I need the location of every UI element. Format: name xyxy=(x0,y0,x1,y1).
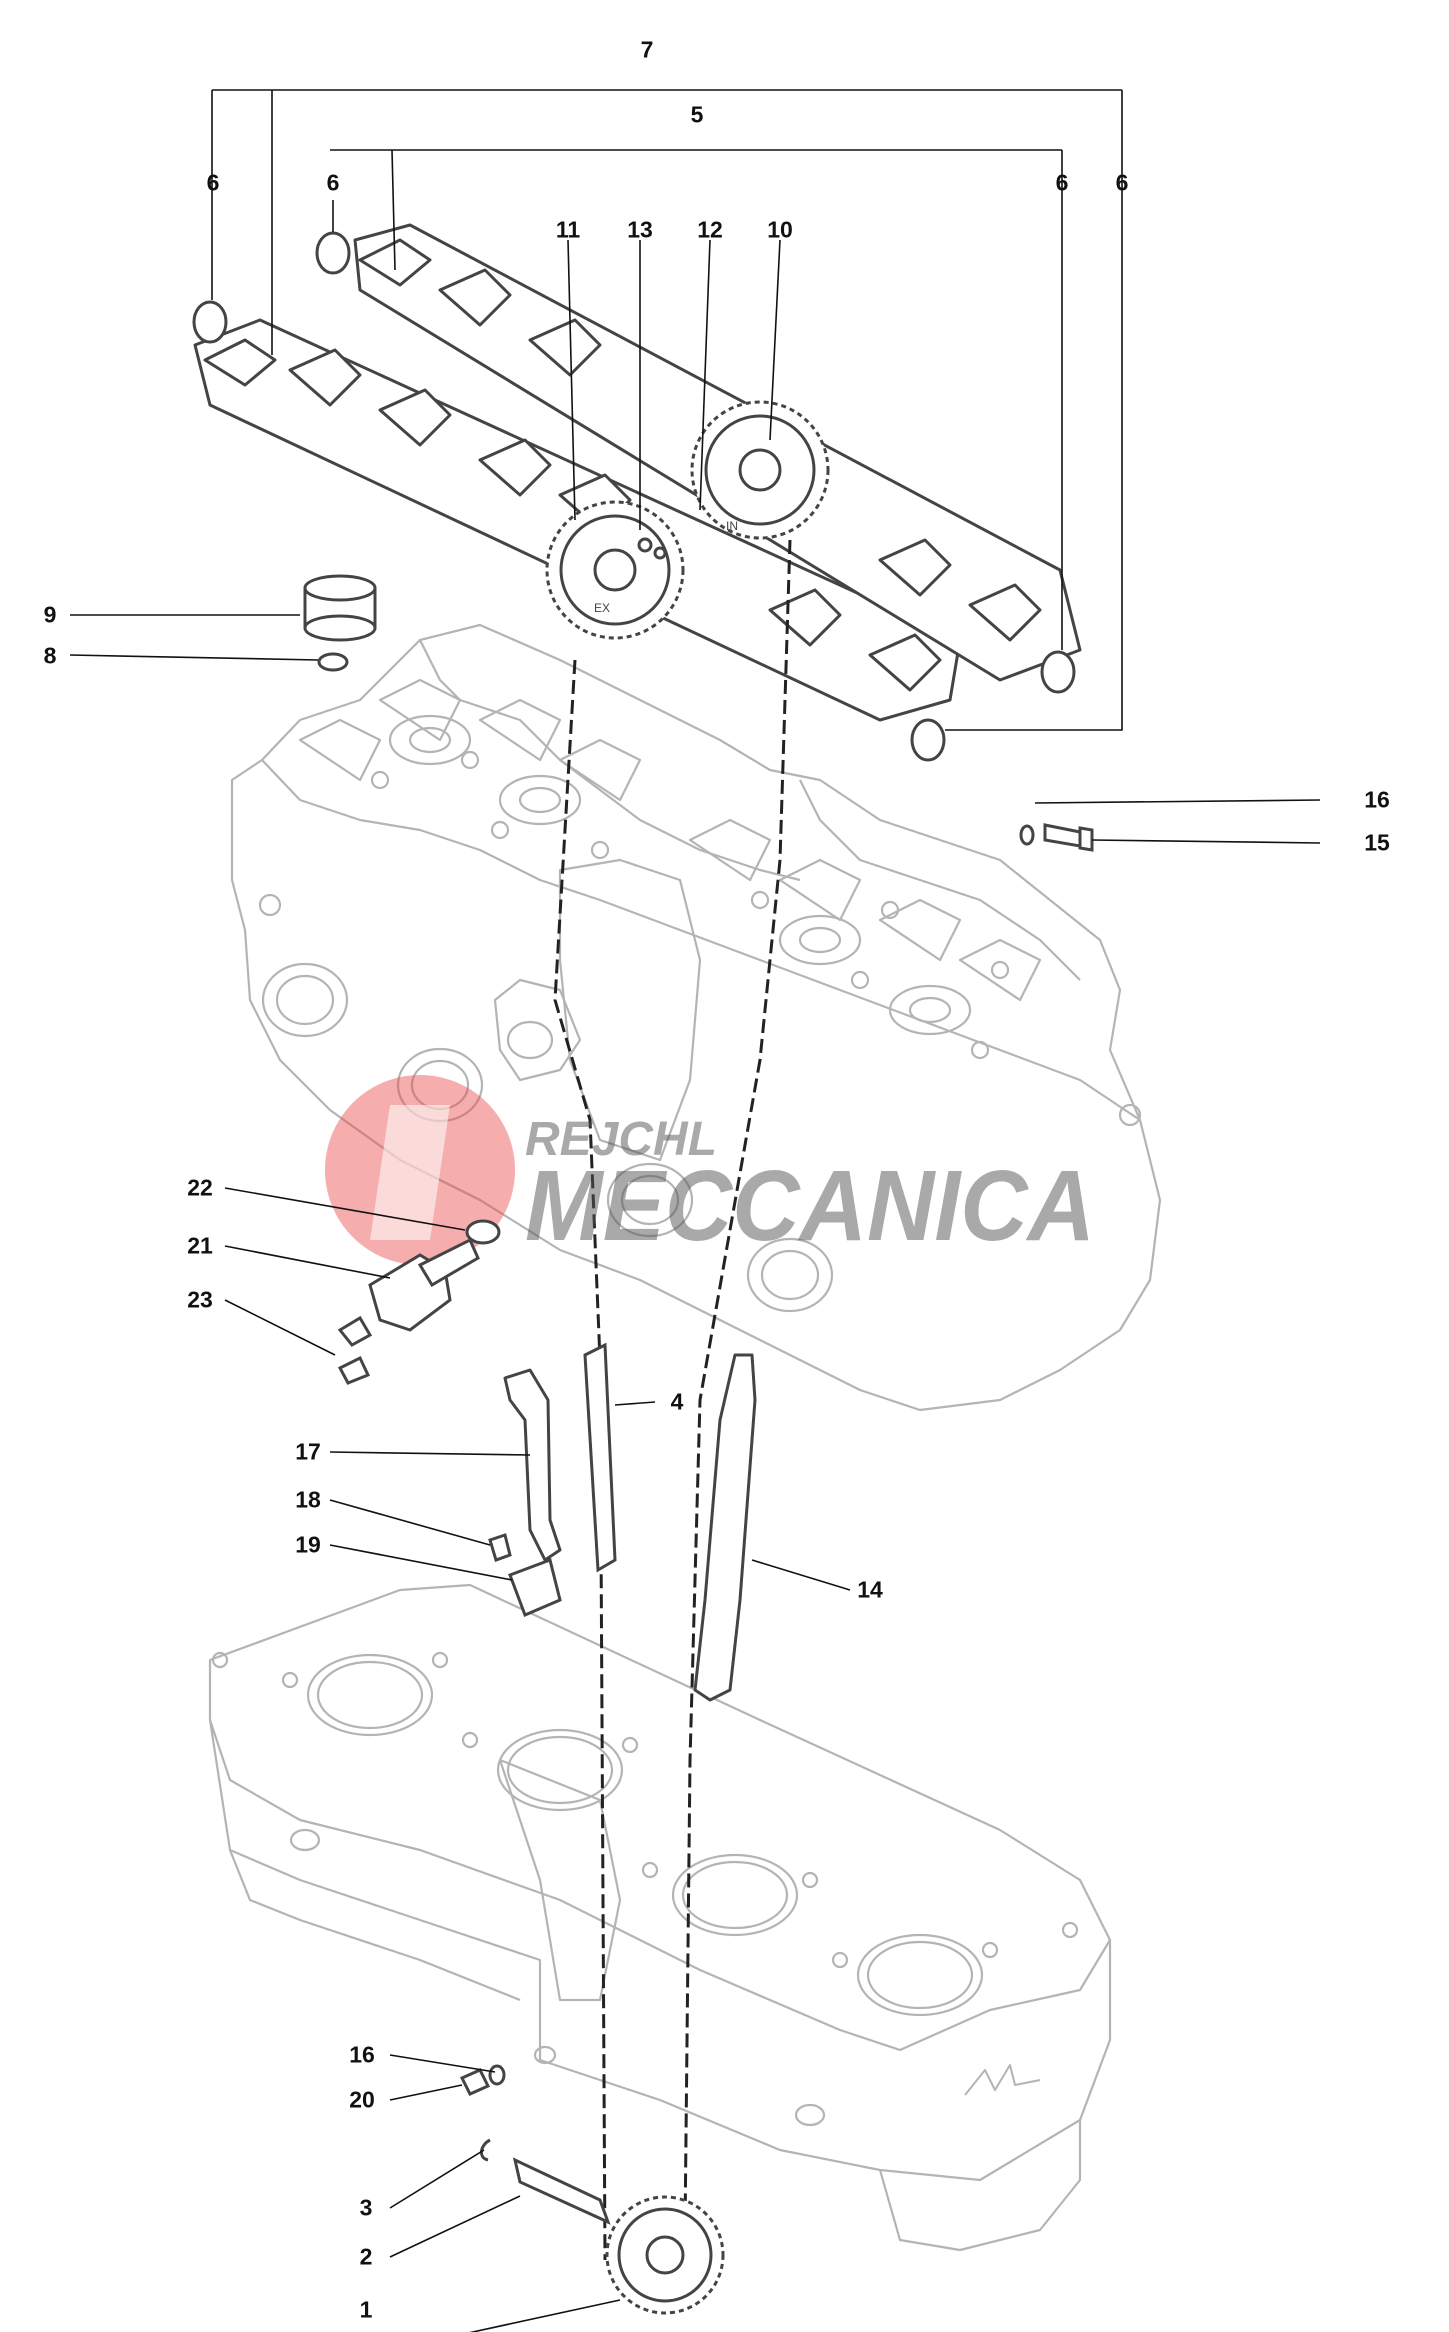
camshaft-end-plugs xyxy=(192,231,1076,762)
callout-12: 12 xyxy=(697,216,723,243)
callout-17: 17 xyxy=(295,1438,321,1465)
callout-16: 16 xyxy=(1364,786,1390,813)
chain-tensioner xyxy=(337,1219,501,1385)
callout-6: 6 xyxy=(326,169,340,196)
watermark-line2: MECCANICA xyxy=(525,1150,1095,1262)
leader-lines xyxy=(69,89,1321,2332)
callout-5: 5 xyxy=(690,101,704,128)
callout-16: 16 xyxy=(349,2041,375,2068)
sprocket-mark-in: IN xyxy=(726,519,738,533)
callout-6: 6 xyxy=(1055,169,1069,196)
callout-14: 14 xyxy=(857,1576,883,1603)
guide-pin-bracket xyxy=(488,1533,562,1617)
timing-chain xyxy=(553,539,792,2261)
watermark-logo xyxy=(325,1075,515,1265)
callout-22: 22 xyxy=(187,1174,213,1201)
callout-10: 10 xyxy=(767,216,793,243)
callout-4: 4 xyxy=(670,1388,684,1415)
callout-9: 9 xyxy=(43,601,57,628)
callout-8: 8 xyxy=(43,642,57,669)
head-bolt xyxy=(1019,823,1094,852)
callout-3: 3 xyxy=(359,2194,373,2221)
idler-gear xyxy=(459,2064,725,2315)
callout-11: 11 xyxy=(555,216,581,243)
callout-7: 7 xyxy=(640,36,654,63)
chain-guide-rails xyxy=(503,1353,757,1702)
callout-2: 2 xyxy=(359,2243,373,2270)
callout-15: 15 xyxy=(1364,829,1390,856)
callout-20: 20 xyxy=(349,2086,375,2113)
tappet-bucket xyxy=(303,574,377,642)
sprocket-mark-ex: EX xyxy=(594,601,610,615)
callout-6: 6 xyxy=(1115,169,1129,196)
callout-1: 1 xyxy=(359,2296,373,2323)
callout-21: 21 xyxy=(187,1232,213,1259)
cylinder-block xyxy=(208,1583,1112,2252)
callout-19: 19 xyxy=(295,1531,321,1558)
camshaft-sprockets xyxy=(545,400,830,640)
callout-13: 13 xyxy=(627,216,653,243)
watermark-line1: REJCHL xyxy=(525,1113,717,1166)
callout-23: 23 xyxy=(187,1286,213,1313)
valve-shim xyxy=(317,652,349,672)
callout-6: 6 xyxy=(206,169,220,196)
callout-18: 18 xyxy=(295,1486,321,1513)
